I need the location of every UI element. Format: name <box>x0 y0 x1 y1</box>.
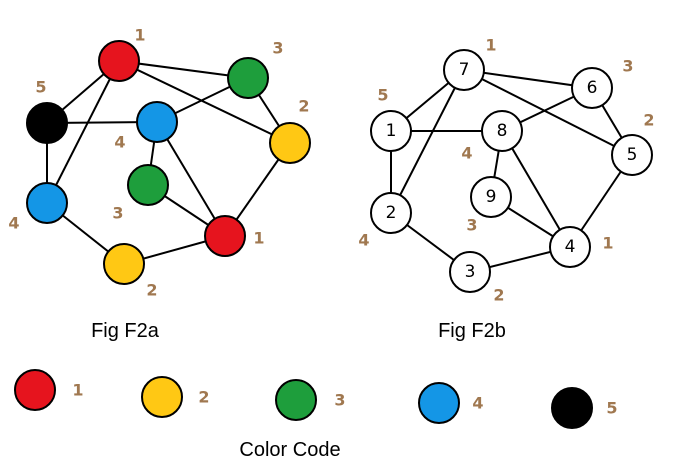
f2a-node-8 <box>136 101 178 143</box>
f2a-node-8-color-number: 4 <box>114 133 125 152</box>
f2a-edge-7-6 <box>118 60 249 79</box>
figure-f2a-color-labels: 1 3 5 4 2 3 4 1 2 <box>8 26 309 300</box>
f2b-node-6-color-number: 3 <box>622 57 633 76</box>
figure-f2a-nodes <box>26 40 311 285</box>
f2b-node-1-color-number: 5 <box>377 86 388 105</box>
f2b-node-8 <box>481 110 523 152</box>
f2b-node-9-color-number: 3 <box>466 216 477 235</box>
f2b-node-3-color-number: 2 <box>493 286 504 305</box>
f2a-node-3-color-number: 2 <box>146 281 157 300</box>
f2b-node-2-id: 2 <box>386 203 397 223</box>
legend-title: Color Code <box>239 439 340 461</box>
legend-label-2: 2 <box>198 388 209 407</box>
f2b-node-1 <box>370 110 412 152</box>
f2b-node-5-id: 5 <box>627 145 638 165</box>
f2a-node-5-color-number: 2 <box>298 97 309 116</box>
f2b-node-8-id: 8 <box>497 121 508 141</box>
f2a-node-5 <box>269 122 311 164</box>
f2b-node-7 <box>443 49 485 91</box>
f2a-node-9-color-number: 3 <box>112 204 123 223</box>
f2a-node-6 <box>227 57 269 99</box>
f2a-node-4-color-number: 1 <box>253 229 264 248</box>
f2a-node-7 <box>98 40 140 82</box>
color-code-legend: 1 2 3 4 5 <box>14 369 618 429</box>
legend-label-3: 3 <box>334 391 345 410</box>
f2b-node-2 <box>370 192 412 234</box>
f2a-node-3 <box>103 243 145 285</box>
legend-swatch-5 <box>551 387 593 429</box>
f2b-node-5 <box>611 134 653 176</box>
f2b-node-4-color-number: 1 <box>602 234 613 253</box>
f2b-node-7-id: 7 <box>459 60 470 80</box>
legend-label-4: 4 <box>472 394 483 413</box>
f2b-node-4 <box>549 226 591 268</box>
f2b-node-6 <box>571 67 613 109</box>
legend-label-1: 1 <box>72 381 83 400</box>
f2a-edge-7-5 <box>118 60 291 144</box>
f2a-node-1 <box>26 102 68 144</box>
f2b-node-9-id: 9 <box>486 187 497 207</box>
figure-f2b-nodes: 7 6 1 8 5 9 2 4 3 <box>370 49 653 293</box>
f2b-edge-7-2 <box>390 69 465 214</box>
legend-swatch-2 <box>141 376 183 418</box>
f2a-edge-7-2 <box>46 60 120 204</box>
f2a-node-6-color-number: 3 <box>272 39 283 58</box>
f2b-node-3 <box>449 251 491 293</box>
legend-swatch-3 <box>275 379 317 421</box>
f2b-edge-8-4 <box>501 130 571 248</box>
f2b-edge-7-6 <box>463 69 593 89</box>
f2b-node-3-id: 3 <box>465 262 476 282</box>
figure-f2a: 1 3 5 4 2 3 4 1 2 <box>8 26 311 300</box>
f2b-node-7-color-number: 1 <box>485 36 496 55</box>
legend-swatch-4 <box>418 382 460 424</box>
f2b-node-6-id: 6 <box>587 78 598 98</box>
f2a-node-7-color-number: 1 <box>134 26 145 45</box>
f2a-node-2 <box>26 182 68 224</box>
figure-f2a-caption: Fig F2a <box>91 320 160 342</box>
f2b-node-5-color-number: 2 <box>643 111 654 130</box>
f2b-node-4-id: 4 <box>565 237 576 257</box>
f2b-node-9 <box>470 176 512 218</box>
f2b-node-1-id: 1 <box>386 121 397 141</box>
f2a-node-2-color-number: 4 <box>8 214 19 233</box>
f2a-node-9 <box>127 164 169 206</box>
f2b-node-8-color-number: 4 <box>461 144 472 163</box>
f2b-node-2-color-number: 4 <box>358 231 369 250</box>
legend-swatch-1 <box>14 369 56 411</box>
f2a-node-1-color-number: 5 <box>35 78 46 97</box>
f2a-edge-8-4 <box>156 121 226 237</box>
f2a-node-4 <box>204 215 246 257</box>
legend-label-5: 5 <box>606 399 617 418</box>
f2b-edge-7-5 <box>463 69 633 156</box>
figure-f2b-caption: Fig F2b <box>438 320 506 342</box>
